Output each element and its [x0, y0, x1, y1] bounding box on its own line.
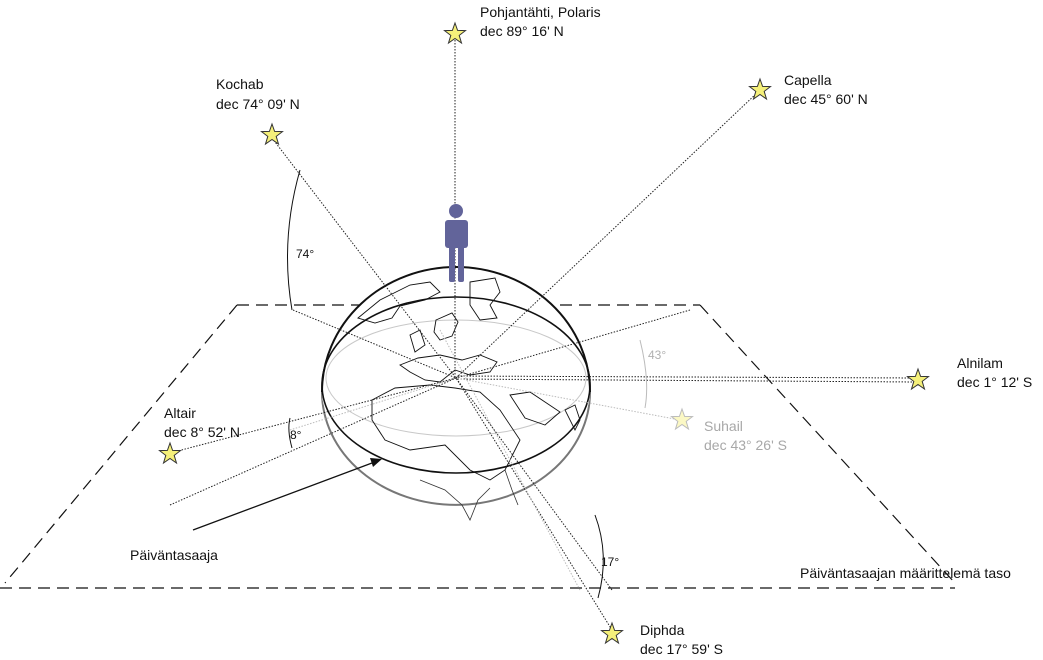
star-dec-polaris: dec 89° 16' N — [480, 23, 564, 39]
angle-label-suhail: 43° — [648, 348, 666, 362]
star-name-altair: Altair — [164, 405, 196, 421]
star-icon-capella — [749, 78, 771, 100]
star-icon-altair — [159, 442, 181, 464]
star-dec-capella: dec 45° 60' N — [784, 91, 868, 107]
angle-label-altair: 8° — [290, 428, 302, 442]
angle-label-kochab: 74° — [296, 247, 314, 261]
angle-label-diphda: 17° — [601, 555, 619, 569]
earth-globe — [321, 266, 591, 521]
equator-label: Päiväntasaaja — [130, 547, 218, 563]
star-icon-suhail — [671, 408, 693, 430]
continents-underside — [419, 469, 519, 521]
star-name-kochab: Kochab — [216, 76, 264, 92]
star-name-alnilam: Alnilam — [957, 355, 1003, 371]
star-name-suhail: Suhail — [704, 418, 743, 434]
star-dec-alnilam: dec 1° 12' S — [957, 374, 1032, 390]
plane-label: Päiväntasaajan määrittelemä taso — [800, 565, 1011, 581]
star-name-polaris: Pohjantähti, Polaris — [480, 4, 601, 20]
angle-arcs — [287, 169, 648, 599]
star-dec-suhail: dec 43° 26' S — [704, 437, 787, 453]
star-dec-kochab: dec 74° 09' N — [216, 96, 300, 112]
sight-lines — [169, 40, 916, 631]
star-icon-kochab — [261, 123, 283, 145]
star-dec-diphda: dec 17° 59' S — [640, 641, 723, 657]
equator-arrow — [192, 458, 382, 531]
observer-person-icon — [445, 204, 468, 282]
star-icon-alnilam — [907, 368, 929, 390]
star-name-diphda: Diphda — [640, 622, 685, 638]
star-dec-altair: dec 8° 52' N — [164, 424, 240, 440]
star-icon-diphda — [601, 622, 623, 644]
star-name-capella: Capella — [784, 72, 832, 88]
